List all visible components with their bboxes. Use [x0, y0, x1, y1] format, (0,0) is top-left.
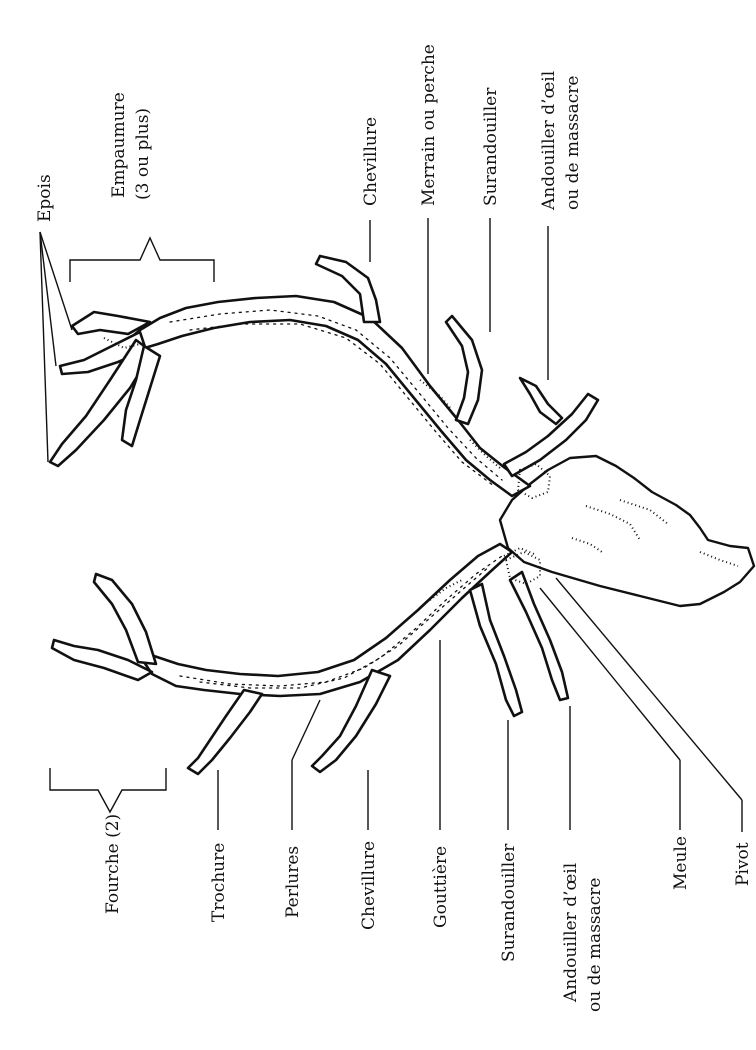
label-surandouiller-upper: Surandouiller: [481, 87, 501, 206]
label-surandouiller-lower: Surandouiller: [499, 843, 519, 962]
label-empaumure-count: (3 ou plus): [133, 108, 153, 200]
label-andouiller-lower-2: ou de massacre: [585, 878, 605, 1012]
lower-antler: [52, 544, 568, 774]
label-fourche: Fourche (2): [103, 814, 123, 914]
label-pivot: Pivot: [733, 842, 753, 886]
upper-antler: [50, 256, 598, 498]
label-epois: Epois: [35, 174, 55, 222]
label-chevillure-lower: Chevillure: [359, 841, 379, 930]
label-andouiller-upper-2: ou de massacre: [563, 76, 583, 210]
label-merrain: Merrain ou perche: [419, 44, 439, 206]
label-perlures: Perlures: [283, 846, 303, 918]
label-andouiller-lower: Andouiller d’œil: [561, 863, 581, 1003]
skull: [500, 456, 754, 606]
label-trochure: Trochure: [209, 843, 229, 922]
label-gouttiere: Gouttière: [431, 846, 451, 928]
label-andouiller-upper: Andouiller d’œil: [539, 71, 559, 211]
label-empaumure: Empaumure: [109, 92, 129, 198]
label-meule: Meule: [671, 836, 691, 890]
label-chevillure-upper: Chevillure: [361, 117, 381, 206]
